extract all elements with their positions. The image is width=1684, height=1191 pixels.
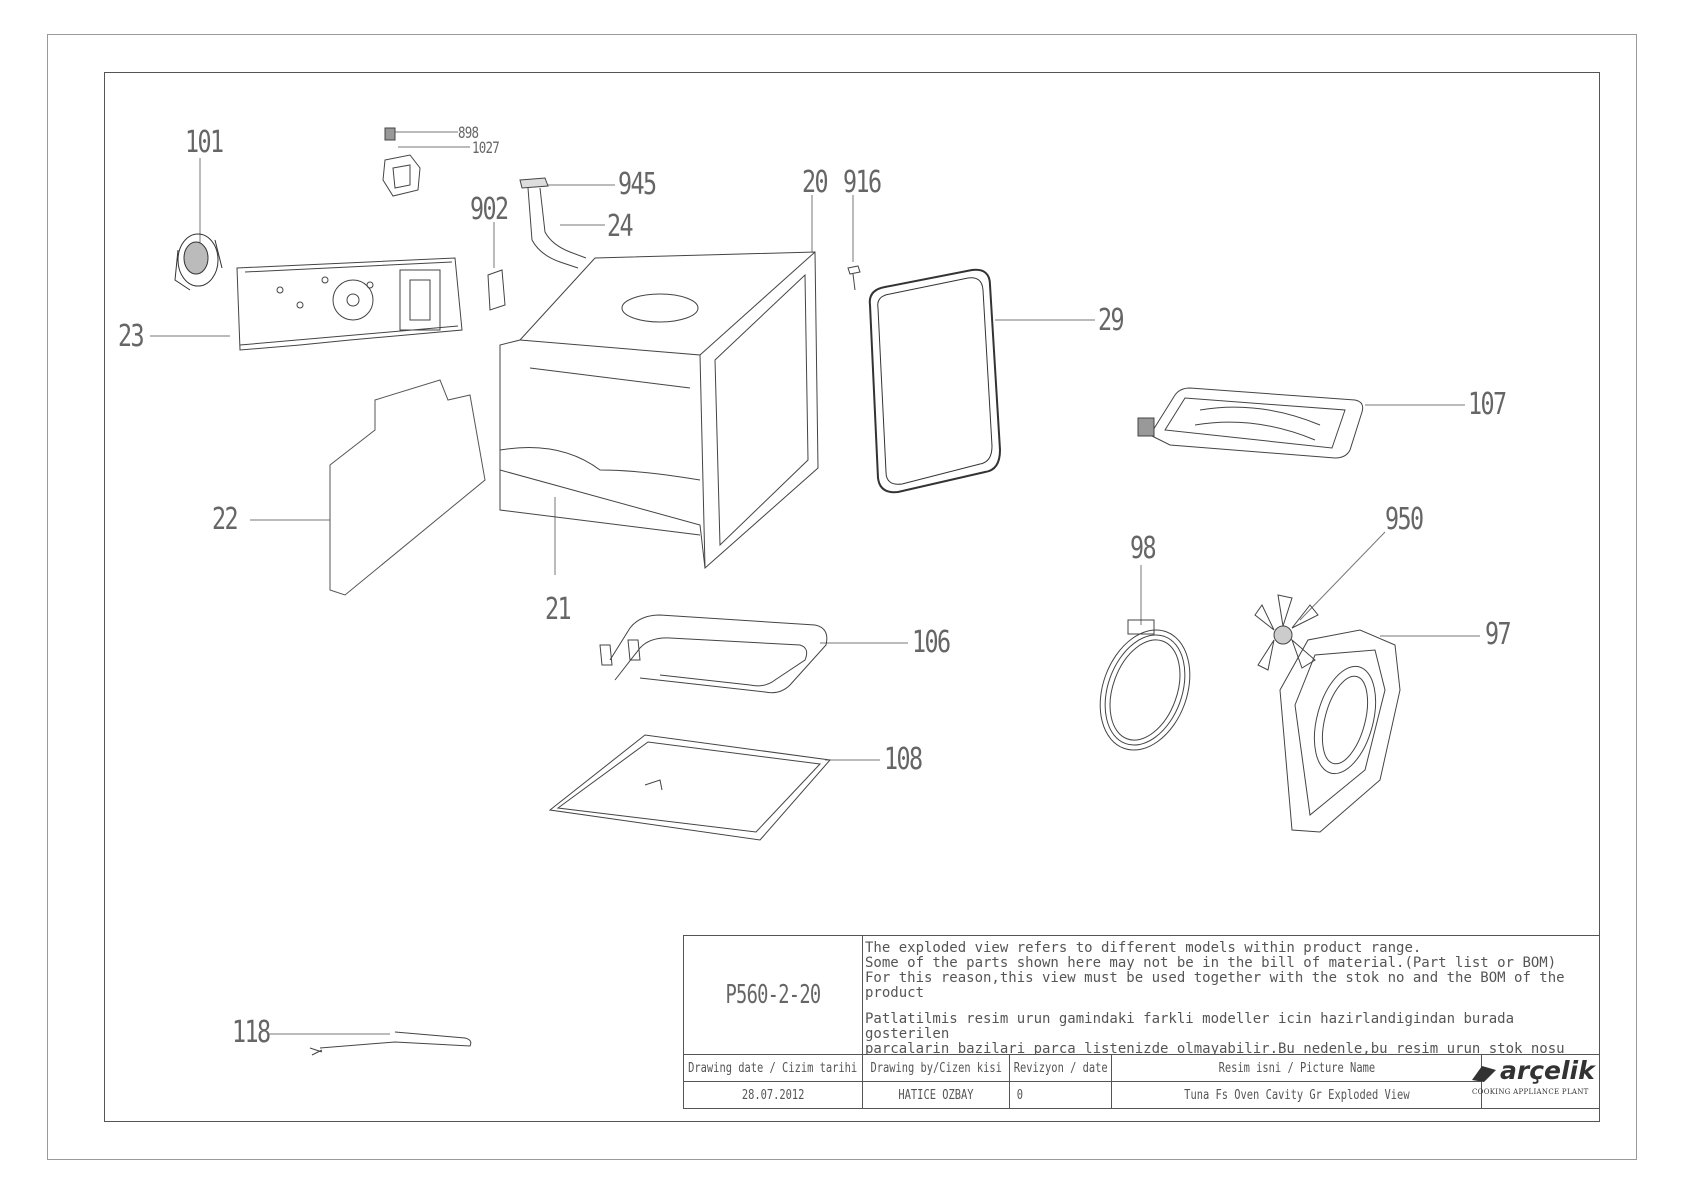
part-20-cavity (499, 251, 819, 570)
part-945-duct (519, 177, 587, 269)
callout-902: 902 (470, 192, 509, 227)
part-108-bottom-plate (548, 734, 831, 841)
callout-950: 950 (1385, 502, 1424, 537)
part-107-grill-element (1137, 387, 1364, 459)
callout-98: 98 (1130, 531, 1157, 566)
callout-22: 22 (212, 502, 239, 537)
part-97-fan-cover (1279, 629, 1401, 833)
value-revision: 0 (1010, 1082, 1112, 1109)
drawing-frame (104, 72, 1600, 1122)
callout-29: 29 (1098, 303, 1125, 338)
callout-20: 20 (802, 165, 829, 200)
logo-mark-icon (1472, 1066, 1496, 1082)
header-drawing-date: Drawing date / Cizim tarihi (684, 1055, 863, 1082)
part-916-screw (847, 265, 861, 291)
callout-108: 108 (884, 742, 923, 777)
part-22-insulation (329, 379, 486, 596)
header-revision: Revizyon / date (1010, 1055, 1112, 1082)
callout-23: 23 (118, 319, 145, 354)
callout-945: 945 (618, 167, 657, 202)
part-101-fan-motor (174, 233, 223, 291)
drawing-code-cell: P560-2-20 (684, 936, 863, 1055)
part-29-door-gasket (868, 268, 1002, 494)
header-drawing-by: Drawing by/Cizen kisi (863, 1055, 1010, 1082)
callout-101: 101 (185, 125, 224, 160)
value-picture-name: Tuna Fs Oven Cavity Gr Exploded View (1112, 1082, 1482, 1109)
part-98-ring-element (1099, 619, 1191, 751)
part-106-bottom-element (599, 614, 828, 694)
part-950-fan-blade (1254, 594, 1319, 671)
drawing-sheet-border (47, 34, 1637, 1160)
callout-21: 21 (545, 592, 572, 627)
title-block: P560-2-20 The exploded view refers to di… (683, 935, 1600, 1109)
part-23-back-panel (236, 257, 463, 351)
part-118-element (309, 1031, 472, 1056)
notes-cell: The exploded view refers to different mo… (863, 936, 1599, 1055)
note-english: The exploded view refers to different mo… (865, 940, 1565, 1001)
part-1027-bracket (382, 127, 421, 197)
logo-tagline: COOKING APPLIANCE PLANT (1472, 1088, 1589, 1096)
callout-1027: 1027 (472, 138, 500, 157)
part-902-bracket (487, 269, 506, 311)
callout-97: 97 (1485, 617, 1512, 652)
callout-106: 106 (912, 625, 951, 660)
callout-24: 24 (607, 209, 634, 244)
value-drawing-by: HATICE OZBAY (863, 1082, 1010, 1109)
logo-brand: arçelik (1500, 1056, 1595, 1085)
note-turkish: Patlatilmis resim urun gamindaki farkli … (865, 1011, 1565, 1055)
callout-916: 916 (843, 165, 882, 200)
value-drawing-date: 28.07.2012 (684, 1082, 863, 1109)
leader-lines (150, 131, 1480, 1035)
drawing-code: P560-2-20 (725, 980, 822, 1010)
header-picture-name: Resim isni / Picture Name (1112, 1055, 1482, 1082)
arcelik-logo: arçelik COOKING APPLIANCE PLANT (1470, 1056, 1598, 1102)
callout-107: 107 (1468, 387, 1507, 422)
callout-898: 898 (458, 123, 479, 142)
callout-118: 118 (232, 1015, 271, 1050)
